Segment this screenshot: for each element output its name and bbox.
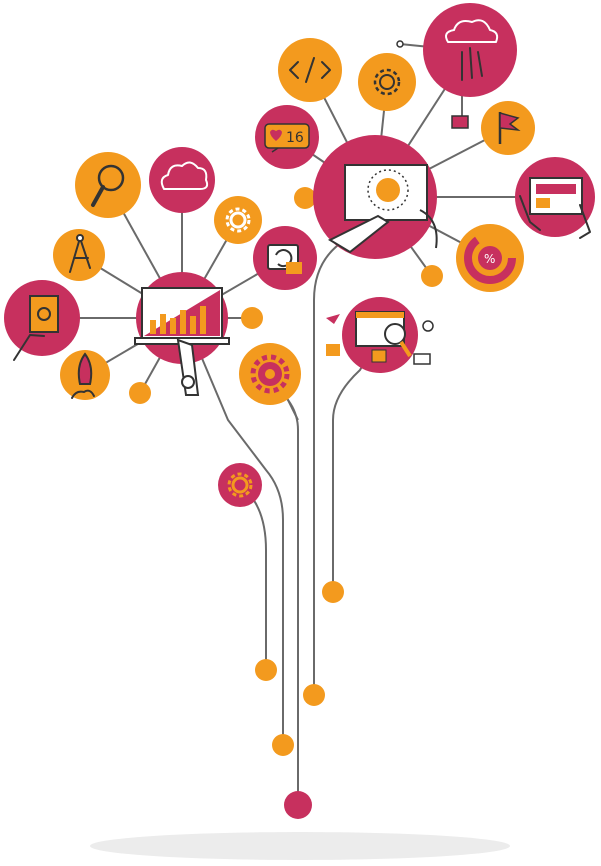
tablet-hands-icon xyxy=(515,157,595,239)
trunk-dot xyxy=(322,581,344,603)
gear-icon xyxy=(358,53,416,111)
web-search-icon xyxy=(326,297,434,373)
percent-chart-icon: % xyxy=(456,224,524,292)
compass-icon xyxy=(53,229,105,281)
cloud-icon xyxy=(149,147,215,213)
magnifier-icon xyxy=(75,152,141,218)
trunk-dot xyxy=(303,684,325,706)
flag-icon xyxy=(481,101,535,155)
root-dot xyxy=(284,791,312,819)
settings-cog-icon xyxy=(239,343,301,405)
hand-document-icon xyxy=(4,280,80,361)
gear-icon xyxy=(214,196,262,244)
heart-likes-icon: 16 xyxy=(255,105,319,169)
branch-dot xyxy=(294,187,316,209)
branch-dot xyxy=(241,307,263,329)
ground-shadow xyxy=(90,832,510,860)
likes-count: 16 xyxy=(286,130,304,146)
trunk-dot xyxy=(272,734,294,756)
refresh-icon xyxy=(253,226,317,290)
trunk-dots xyxy=(129,187,443,819)
small-gear-icon xyxy=(218,463,262,507)
tablet-touch-icon xyxy=(313,135,438,259)
trunk-dot xyxy=(255,659,277,681)
svg-text:%: % xyxy=(484,252,495,266)
code-icon xyxy=(278,38,342,102)
branch-dot xyxy=(129,382,151,404)
rocket-icon xyxy=(60,350,110,400)
cloud-upload-icon xyxy=(396,3,517,129)
branch-dot xyxy=(421,265,443,287)
laptop-chart-icon xyxy=(134,272,230,396)
